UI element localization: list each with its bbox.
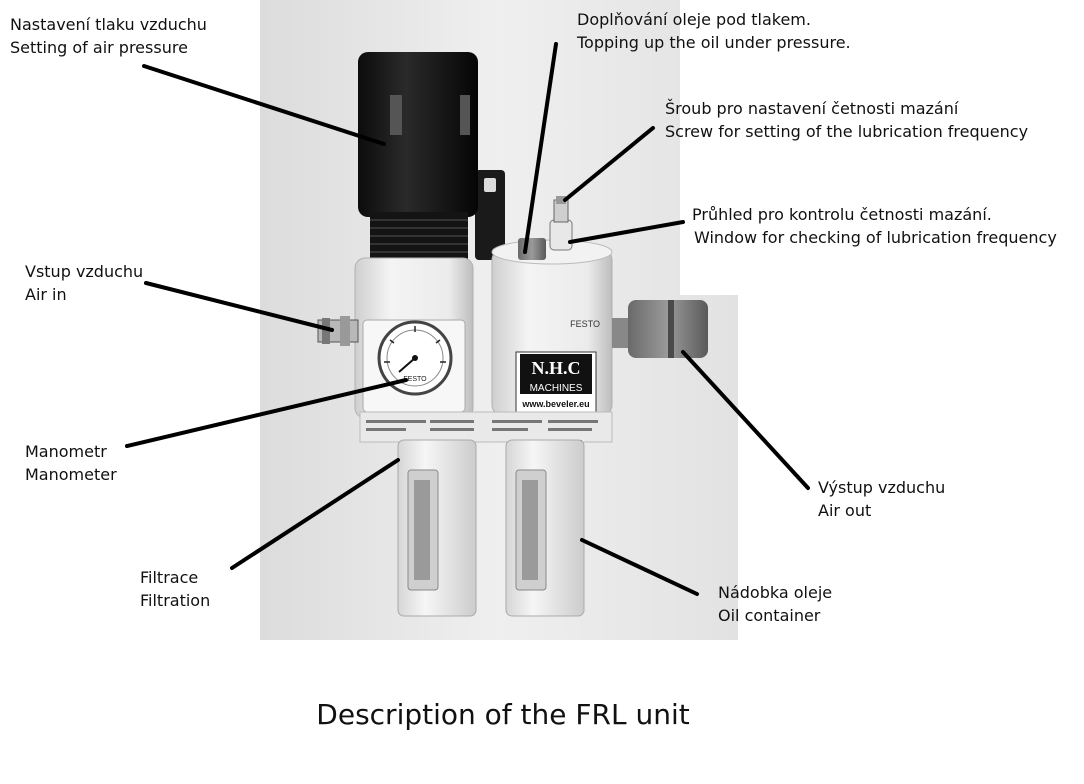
label-filtration: Filtrace Filtration (140, 566, 210, 612)
label-manometer: Manometr Manometer (25, 440, 117, 486)
label-oil-container: Nádobka oleje Oil container (718, 581, 832, 627)
label-lube-screw-cz: Šroub pro nastavení četnosti mazání (665, 99, 959, 118)
label-air-in-en: Air in (25, 285, 67, 304)
label-pressure-setting: Nastavení tlaku vzduchu Setting of air p… (10, 13, 207, 59)
label-lube-screw: Šroub pro nastavení četnosti mazání Scre… (665, 97, 1028, 143)
label-manometer-cz: Manometr (25, 442, 107, 461)
frl-unit-photo: FESTO FESTO N.H.C MACHINES www.beveler.e… (260, 0, 738, 640)
label-filtration-en: Filtration (140, 591, 211, 610)
label-pressure-setting-en: Setting of air pressure (10, 38, 188, 57)
label-oil-topup-cz: Doplňování oleje pod tlakem. (577, 10, 811, 29)
label-oil-topup: Doplňování oleje pod tlakem. Topping up … (577, 8, 851, 54)
label-air-in: Vstup vzduchu Air in (25, 260, 143, 306)
label-air-out: Výstup vzduchu Air out (818, 476, 945, 522)
label-air-out-cz: Výstup vzduchu (818, 478, 946, 497)
label-lube-window-en: Window for checking of lubrication frequ… (694, 228, 1057, 247)
label-oil-topup-en: Topping up the oil under pressure. (577, 33, 851, 52)
label-oil-container-en: Oil container (718, 606, 821, 625)
logo-top-text: N.H.C (532, 358, 581, 378)
gauge-brand-text: FESTO (403, 376, 427, 383)
label-pressure-setting-cz: Nastavení tlaku vzduchu (10, 15, 207, 34)
logo-bottom-text: MACHINES (530, 383, 583, 394)
label-lube-window: Průhled pro kontrolu četnosti mazání. Wi… (692, 203, 1057, 249)
figure-caption: Description of the FRL unit (316, 698, 690, 731)
label-lube-screw-en: Screw for setting of the lubrication fre… (665, 122, 1029, 141)
festo-brand-text: FESTO (570, 319, 600, 329)
label-lube-window-cz: Průhled pro kontrolu četnosti mazání. (692, 205, 992, 224)
label-air-in-cz: Vstup vzduchu (25, 262, 144, 281)
label-oil-container-cz: Nádobka oleje (718, 583, 833, 602)
website-text: www.beveler.eu (521, 399, 589, 409)
label-filtration-cz: Filtrace (140, 568, 199, 587)
label-manometer-en: Manometer (25, 465, 117, 484)
label-air-out-en: Air out (818, 501, 872, 520)
